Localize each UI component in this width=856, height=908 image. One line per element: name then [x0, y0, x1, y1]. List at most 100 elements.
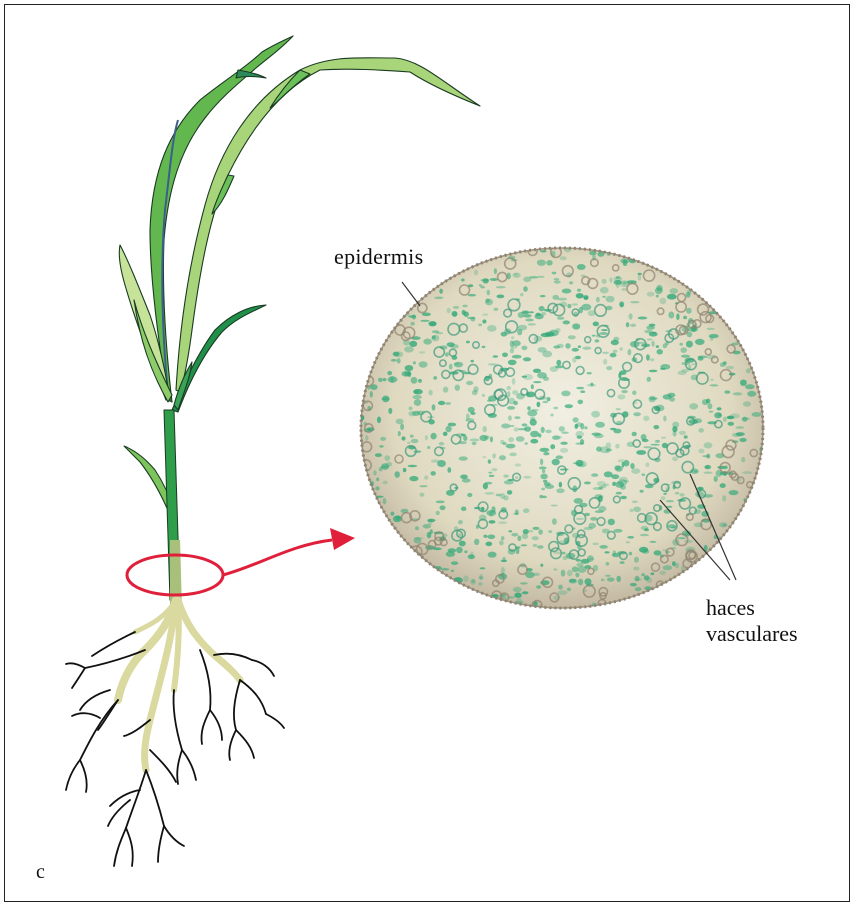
tissue-speckle — [728, 422, 735, 426]
tissue-speckle — [698, 356, 704, 360]
tissue-speckle — [470, 438, 480, 441]
tissue-speckle — [709, 334, 719, 338]
tissue-speckle — [655, 440, 660, 443]
tissue-speckle — [568, 335, 576, 339]
tissue-speckle — [616, 492, 622, 495]
tissue-speckle — [746, 368, 751, 373]
tissue-speckle — [380, 437, 386, 441]
tissue-speckle — [537, 260, 546, 266]
tissue-speckle — [391, 511, 395, 515]
tissue-speckle — [742, 471, 752, 474]
tissue-speckle — [530, 439, 538, 444]
tissue-speckle — [482, 346, 486, 348]
tissue-speckle — [397, 358, 401, 363]
tissue-speckle — [463, 435, 467, 441]
tissue-speckle — [608, 519, 615, 526]
tissue-speckle — [599, 545, 607, 549]
tissue-speckle — [493, 355, 499, 357]
tissue-speckle — [573, 417, 579, 422]
tissue-speckle — [533, 527, 540, 530]
tissue-speckle — [603, 484, 609, 486]
tissue-speckle — [603, 359, 607, 365]
tissue-speckle — [488, 459, 491, 463]
tissue-speckle — [393, 516, 402, 523]
tissue-speckle — [474, 270, 478, 276]
tissue-speckle — [485, 492, 495, 495]
tissue-speckle — [511, 533, 518, 537]
tissue-speckle — [536, 585, 541, 589]
tissue-speckle — [638, 317, 648, 320]
tissue-speckle — [492, 453, 496, 458]
tissue-speckle — [620, 347, 623, 351]
tissue-speckle — [618, 479, 628, 485]
tissue-speckle — [471, 360, 474, 363]
tissue-speckle — [577, 289, 581, 292]
tissue-speckle — [709, 384, 718, 386]
tissue-speckle — [490, 436, 493, 442]
tissue-speckle — [377, 417, 381, 424]
tissue-speckle — [376, 478, 379, 482]
tissue-speckle — [520, 293, 523, 296]
tissue-speckle — [649, 370, 658, 373]
tissue-speckle — [419, 485, 427, 487]
tissue-speckle — [410, 435, 414, 438]
tissue-speckle — [567, 304, 571, 308]
tissue-speckle — [527, 410, 537, 416]
tissue-speckle — [540, 474, 547, 480]
tissue-speckle — [739, 438, 746, 442]
tissue-speckle — [516, 436, 525, 442]
tissue-speckle — [489, 475, 495, 477]
tissue-speckle — [679, 343, 683, 346]
tissue-speckle — [656, 295, 659, 298]
tissue-speckle — [706, 399, 711, 404]
tissue-speckle — [601, 329, 608, 331]
tissue-speckle — [652, 332, 657, 334]
tissue-speckle — [541, 312, 546, 316]
tissue-speckle — [616, 276, 620, 279]
tissue-speckle — [509, 425, 515, 427]
tissue-speckle — [593, 322, 599, 327]
tissue-speckle — [590, 517, 597, 521]
tissue-speckle — [620, 303, 624, 308]
tissue-speckle — [561, 570, 566, 577]
tissue-speckle — [606, 296, 615, 303]
tissue-speckle — [501, 567, 505, 574]
tissue-speckle — [383, 378, 387, 381]
tissue-speckle — [488, 472, 492, 474]
tissue-speckle — [462, 310, 466, 315]
tissue-speckle — [632, 432, 637, 437]
leader-epidermis — [402, 282, 420, 306]
tissue-speckle — [483, 535, 487, 538]
tissue-speckle — [383, 481, 388, 484]
tissue-speckle — [574, 498, 583, 504]
tissue-speckle — [516, 598, 522, 603]
tissue-speckle — [704, 442, 713, 448]
tissue-speckle — [560, 442, 567, 445]
tissue-speckle — [580, 423, 584, 430]
tissue-speckle — [752, 412, 762, 417]
tissue-speckle — [659, 571, 666, 575]
tissue-speckle — [508, 437, 514, 442]
tissue-speckle — [684, 435, 688, 438]
tissue-speckle — [642, 439, 649, 442]
tissue-speckle — [649, 396, 656, 403]
tissue-speckle — [470, 412, 475, 415]
tissue-speckle — [404, 346, 414, 352]
tissue-speckle — [729, 490, 739, 495]
tissue-speckle — [663, 493, 667, 495]
tissue-speckle — [567, 588, 571, 592]
tissue-speckle — [609, 277, 612, 282]
tissue-speckle — [667, 393, 675, 398]
tissue-speckle — [587, 384, 596, 387]
tissue-speckle — [528, 323, 536, 325]
tissue-speckle — [408, 315, 416, 318]
tissue-speckle — [585, 578, 592, 585]
tissue-speckle — [411, 377, 418, 384]
tissue-speckle — [627, 536, 634, 539]
tissue-speckle — [663, 416, 666, 422]
tissue-speckle — [529, 311, 534, 313]
tissue-speckle — [461, 279, 465, 282]
tissue-speckle — [420, 320, 429, 322]
tissue-speckle — [523, 286, 528, 292]
tissue-speckle — [613, 350, 618, 353]
